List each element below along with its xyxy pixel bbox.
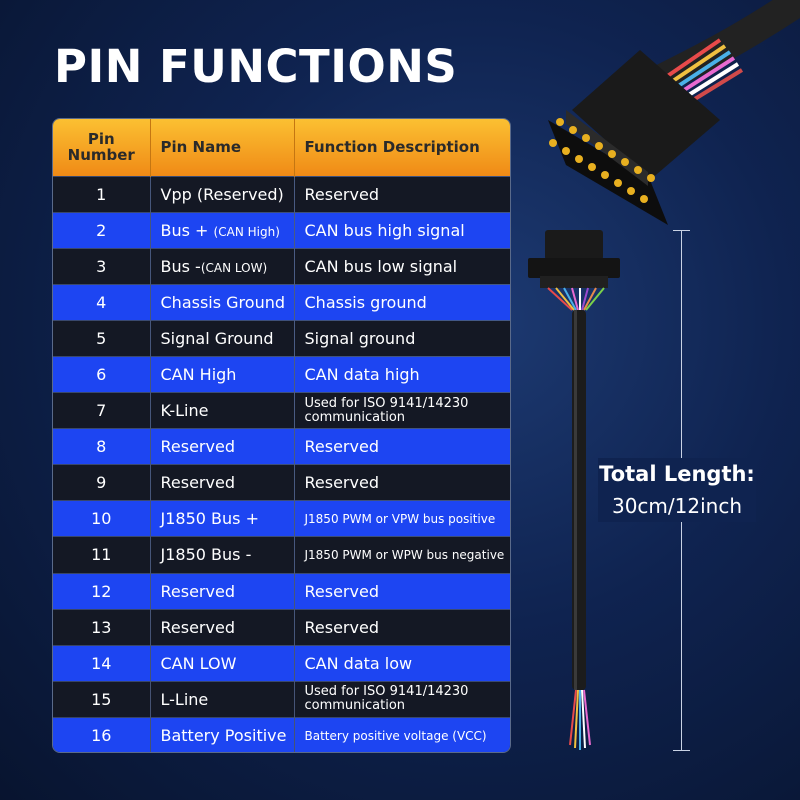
table-row: 12 Reserved Reserved	[53, 572, 510, 610]
pin-number: 4	[53, 283, 151, 321]
pin-function: Reserved	[294, 175, 510, 213]
pin-number: 16	[53, 716, 151, 752]
table-row: 8 Reserved Reserved	[53, 428, 510, 465]
pin-function: Chassis ground	[294, 283, 510, 321]
table-row: 7 K-Line Used for ISO 9141/14230 communi…	[53, 392, 510, 429]
table-row: 2 Bus + (CAN High) CAN bus high signal	[53, 211, 510, 249]
pin-name-main: Bus +	[160, 220, 209, 240]
pin-number: 5	[53, 319, 151, 357]
pin-name: L-Line	[150, 680, 295, 718]
header-pin-number: Pin Number	[53, 119, 151, 176]
pin-function: Reserved	[294, 464, 510, 501]
pin-function: CAN bus high signal	[294, 211, 510, 249]
pin-function: CAN bus low signal	[294, 247, 510, 285]
pin-name: Bus + (CAN High)	[150, 211, 295, 249]
table-row: 11 J1850 Bus - J1850 PWM or WPW bus nega…	[53, 536, 510, 574]
total-length-value: 30cm/12inch	[611, 494, 743, 518]
pin-name: Reserved	[150, 464, 295, 501]
table-row: 1 Vpp (Reserved) Reserved	[53, 175, 510, 213]
table-row: 5 Signal Ground Signal ground	[53, 319, 510, 357]
pin-function: J1850 PWM or VPW bus positive	[294, 500, 510, 537]
pin-number: 12	[53, 572, 151, 610]
pin-name-main: Bus -	[160, 256, 201, 276]
pin-function: Used for ISO 9141/14230 communication	[294, 392, 510, 429]
pin-number: 3	[53, 247, 151, 285]
pin-function: CAN data high	[294, 355, 510, 393]
total-length-callout: Total Length: 30cm/12inch	[598, 458, 756, 522]
pin-function: Reserved	[294, 608, 510, 646]
table-row: 15 L-Line Used for ISO 9141/14230 commun…	[53, 680, 510, 718]
page-title: PIN FUNCTIONS	[54, 40, 458, 93]
table-row: 6 CAN High CAN data high	[53, 355, 510, 393]
pin-name: Vpp (Reserved)	[150, 175, 295, 213]
pin-name: Bus -(CAN LOW)	[150, 247, 295, 285]
header-pin-name: Pin Name	[150, 119, 295, 176]
pin-table: Pin Number Pin Name Function Description…	[52, 118, 511, 753]
pin-number: 6	[53, 355, 151, 393]
table-row: 3 Bus -(CAN LOW) CAN bus low signal	[53, 247, 510, 285]
pin-function: Signal ground	[294, 319, 510, 357]
pin-number: 2	[53, 211, 151, 249]
obd-connector-large-icon	[548, 50, 720, 225]
table-row: 13 Reserved Reserved	[53, 608, 510, 646]
pin-function: CAN data low	[294, 644, 510, 682]
pin-name: CAN High	[150, 355, 295, 393]
wire-fan-top	[547, 287, 605, 311]
pin-name-sub: (CAN LOW)	[200, 260, 268, 275]
pin-name: Battery Positive	[150, 716, 295, 752]
pin-number: 9	[53, 464, 151, 501]
table-row: 14 CAN LOW CAN data low	[53, 644, 510, 682]
pin-number: 15	[53, 680, 151, 718]
pin-function: Used for ISO 9141/14230 communication	[294, 680, 510, 718]
pin-name-sub: (CAN High)	[213, 224, 280, 239]
table-row: 4 Chassis Ground Chassis ground	[53, 283, 510, 321]
table-header-row: Pin Number Pin Name Function Description	[53, 119, 510, 176]
pin-number: 1	[53, 175, 151, 213]
pin-function: Reserved	[294, 428, 510, 465]
pin-name: Reserved	[150, 428, 295, 465]
total-length-label: Total Length:	[599, 462, 755, 486]
obd-connector-small-icon	[528, 230, 620, 288]
pin-number: 8	[53, 428, 151, 465]
pin-name: J1850 Bus -	[150, 536, 295, 574]
pin-number: 10	[53, 500, 151, 537]
pin-name: Chassis Ground	[150, 283, 295, 321]
length-dimension-cap-bottom	[673, 750, 690, 751]
header-function: Function Description	[304, 138, 480, 157]
length-dimension-cap-top	[673, 230, 690, 231]
pin-number: 7	[53, 392, 151, 429]
pin-name: Reserved	[150, 572, 295, 610]
wire-fan-bottom	[569, 689, 591, 750]
table-row: 9 Reserved Reserved	[53, 464, 510, 501]
pin-name: K-Line	[150, 392, 295, 429]
table-row: 10 J1850 Bus + J1850 PWM or VPW bus posi…	[53, 500, 510, 537]
pin-name: J1850 Bus +	[150, 500, 295, 537]
pin-number: 11	[53, 536, 151, 574]
pin-function: Reserved	[294, 572, 510, 610]
pin-number: 14	[53, 644, 151, 682]
pin-function: Battery positive voltage (VCC)	[294, 716, 510, 752]
pin-number: 13	[53, 608, 151, 646]
pin-name: Signal Ground	[150, 319, 295, 357]
pin-name: Reserved	[150, 608, 295, 646]
pin-name: CAN LOW	[150, 644, 295, 682]
pin-function: J1850 PWM or WPW bus negative	[294, 536, 510, 574]
braided-cable	[572, 310, 586, 690]
table-row: 16 Battery Positive Battery positive vol…	[53, 716, 510, 752]
